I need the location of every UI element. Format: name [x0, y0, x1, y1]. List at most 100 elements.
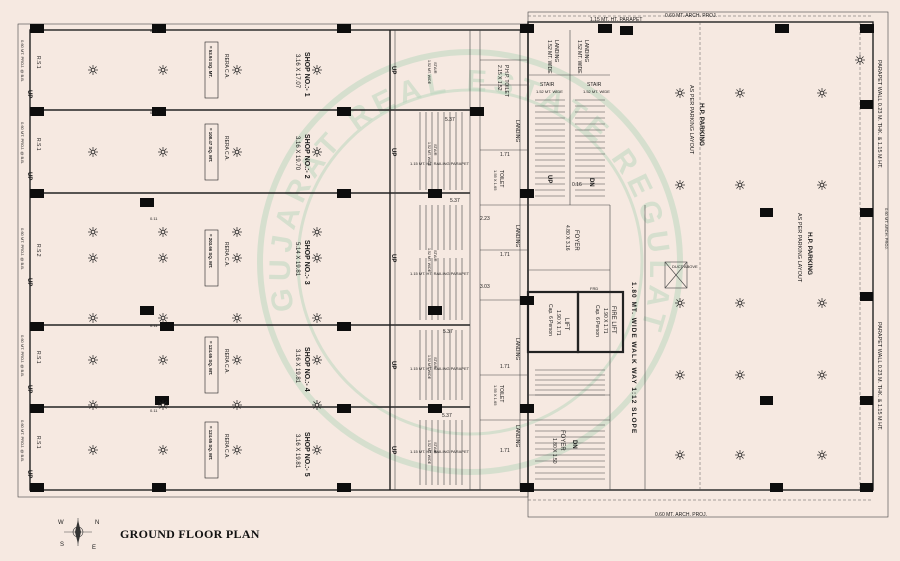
- parking-layout-2: AS PER PARKING LAYOUT: [796, 213, 802, 283]
- light-fixture-icon: [675, 180, 685, 190]
- shop-dividers: [30, 30, 521, 490]
- light-fixture-icon: [88, 400, 98, 410]
- light-fixture-icon: [88, 253, 98, 263]
- column-icon: [30, 322, 44, 331]
- light-fixture-icon: [312, 227, 322, 237]
- shop-size: 5.14 X 19.81: [294, 242, 300, 277]
- stair-label: STAIR: [433, 144, 438, 156]
- shop-name: SHOP NO.:- 2: [303, 134, 310, 179]
- proj-note: 0.60 MT. PROJ. @ B.B.: [20, 122, 25, 164]
- light-fixture-icon: [232, 355, 242, 365]
- dim-537-2: 5.37: [450, 198, 460, 204]
- column-icon: [337, 24, 351, 33]
- stair-label: STAIR: [433, 62, 438, 74]
- landing-label-4: LANDING: [514, 225, 520, 247]
- landing-width-1: 1.52 MT. WIDE: [576, 40, 582, 74]
- column-icon: [598, 24, 612, 33]
- column-icon: [760, 396, 773, 405]
- light-fixture-icon: [675, 298, 685, 308]
- railing-label-2: 1.15 MT. HT. RAILING PARAPET: [410, 271, 470, 276]
- light-fixture-icon: [817, 370, 827, 380]
- parking-layout-1: AS PER PARKING LAYOUT: [688, 85, 694, 155]
- shop-name: SHOP NO.:- 5: [303, 432, 310, 477]
- light-fixture-icon: [312, 313, 322, 323]
- foyer-label: FOYER: [573, 230, 579, 251]
- column-icon: [860, 24, 874, 33]
- column-icon: [428, 306, 442, 315]
- light-fixture-icon: [158, 400, 168, 410]
- dim-537-3: 5.37: [443, 329, 453, 335]
- light-fixture-icon: [232, 253, 242, 263]
- light-fixture-icon: [312, 355, 322, 365]
- light-fixture-icon: [675, 450, 685, 460]
- column-icon: [770, 483, 783, 492]
- rera-label: RERA C.A.: [223, 434, 229, 459]
- duct-label: DUCT ABOVE: [672, 264, 698, 269]
- dim-label: 0.11: [150, 110, 158, 115]
- light-fixture-icon: [232, 147, 242, 157]
- stair-label: STAIR: [433, 357, 438, 369]
- rera-area: = 108.47 SQ. MT.: [208, 128, 213, 162]
- light-fixture-icon: [88, 355, 98, 365]
- foyer2-label: FOYER: [559, 430, 565, 451]
- dim-label: 0.11: [150, 408, 158, 413]
- light-fixture-icon: [735, 88, 745, 98]
- light-fixture-icon: [817, 450, 827, 460]
- light-fixture-icon: [158, 253, 168, 263]
- railing-label-3: 1.15 MT. HT. RAILING PARAPET: [410, 366, 470, 371]
- column-icon: [337, 483, 351, 492]
- stair-width-label: 1.52 MT. WIDE: [427, 142, 431, 167]
- shop-size: 3.16 X 19.81: [294, 349, 300, 384]
- stair-label: STAIR: [433, 250, 438, 262]
- fire-lift-dim: 1.90 X 1.71: [602, 308, 608, 334]
- column-icon: [337, 322, 351, 331]
- lift-dim: 1.90 X 1.71: [555, 310, 561, 336]
- shop-size: 3.16 X 19.70: [294, 136, 300, 171]
- up-arrow-label: UP: [390, 148, 396, 156]
- stair-label: STAIR: [433, 442, 438, 454]
- stair-width-label: 1.52 MT. WIDE: [427, 440, 431, 465]
- column-icon: [30, 189, 44, 198]
- hp-parking-2: H.P. PARKING: [806, 232, 813, 275]
- light-fixture-icon: [232, 65, 242, 75]
- column-icon: [140, 198, 154, 207]
- lift-label: LIFT: [563, 318, 569, 331]
- rera-label: RERA C.A.: [223, 136, 229, 161]
- light-fixture-icon: [675, 370, 685, 380]
- arch-proj-top-label: 0.60 MT. ARCH. PROJ.: [665, 13, 717, 19]
- column-icon: [152, 107, 166, 116]
- lift-cap: Cap. 6 Person: [547, 304, 553, 336]
- parapet-top-label: 1.15 MT. HT. PARAPET: [590, 17, 642, 23]
- compass-s: S: [60, 542, 64, 548]
- light-fixture-icon: [817, 180, 827, 190]
- stair-width-label: 1.52 MT. WIDE: [427, 60, 431, 85]
- column-icon: [470, 107, 484, 116]
- proj-note: 0.60 MT. PROJ. @ B.B.: [20, 40, 25, 82]
- landing-label-1: LANDING: [583, 40, 589, 62]
- column-icon: [30, 107, 44, 116]
- dn-core: DN: [588, 178, 594, 187]
- railing-label-1: 1.15 MT. HT. RAILING PARAPET: [410, 161, 470, 166]
- light-fixture-icon: [88, 445, 98, 455]
- dim-537-4: 5.37: [442, 413, 452, 419]
- column-icon: [860, 292, 873, 301]
- dim-016: 0.16: [572, 182, 582, 188]
- dim-537-1: 5.37: [445, 117, 455, 123]
- light-fixture-icon: [88, 227, 98, 237]
- light-fixture-icon: [158, 65, 168, 75]
- shop-size: 3.16 X 17.07: [294, 54, 300, 89]
- dn-foyer: DN: [571, 440, 577, 449]
- column-icon: [860, 208, 873, 217]
- rera-area-box: [204, 421, 219, 479]
- proj-note: 0.60 MT. PROJ. @ B.B.: [20, 420, 25, 462]
- stair-width-label: 1.52 MT. WIDE: [427, 355, 431, 380]
- landing-width-2: 1.52 MT. WIDE: [546, 40, 552, 74]
- light-fixture-icon: [735, 370, 745, 380]
- parapet-wall-1: PARAPET WALL 0.23 M. THK. & 1.15 M HT.: [876, 60, 882, 169]
- fire-lift-label: FIRE LIFT: [610, 306, 616, 334]
- column-icon: [140, 306, 154, 315]
- column-icon: [428, 189, 442, 198]
- column-icon: [775, 24, 789, 33]
- column-icon: [860, 396, 873, 405]
